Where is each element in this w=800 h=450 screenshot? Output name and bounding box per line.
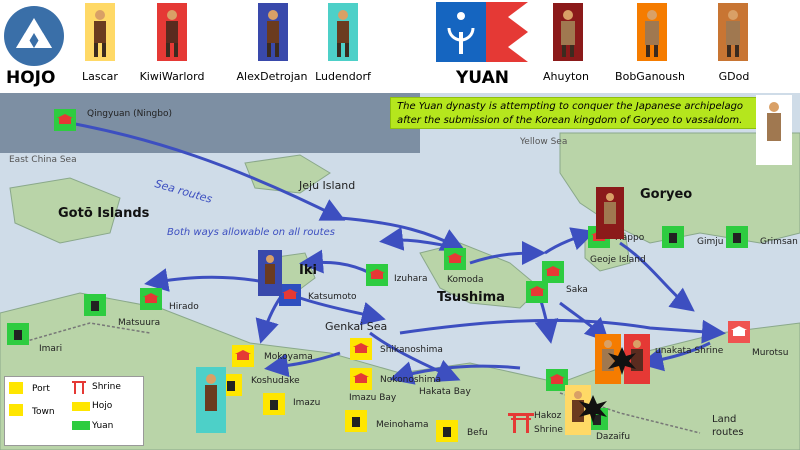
sea-hakata-bay: Hakata Bay <box>419 387 471 397</box>
legend-town-icon <box>9 404 23 416</box>
header-bar: HOJO Lascar KiwiWarlord AlexDetrojan Lud… <box>0 0 800 92</box>
player-name-ahuyton: Ahuyton <box>543 70 589 83</box>
loc-imari: Imari <box>39 344 63 354</box>
loc-befu: Befu <box>467 428 488 438</box>
loc-grimsan: Grimsan <box>760 237 798 247</box>
loc-katsumoto: Katsumoto <box>308 292 357 302</box>
loc-imazu: Imazu <box>293 398 321 408</box>
player-card-lascar[interactable] <box>85 3 115 61</box>
loc-izuhara: Izuhara <box>394 274 428 284</box>
loc-nokonoshima: Nokonoshima <box>380 375 442 385</box>
legend-shrine-icon <box>72 380 86 394</box>
banner-line-1: The Yuan dynasty is attempting to conque… <box>397 101 744 112</box>
loc-murotsu: Murotsu <box>752 348 789 358</box>
loc-mokoyama: Mokoyama <box>264 352 313 362</box>
marker-befu[interactable] <box>436 420 458 442</box>
sea-genkai: Genkai Sea <box>325 320 388 333</box>
map-legend: Port Town Shrine Hojo Yuan <box>4 376 144 446</box>
loc-saka: Saka <box>566 285 588 295</box>
route-label-both-ways: Both ways allowable on all routes <box>167 227 335 238</box>
marker-grimsan[interactable] <box>726 226 748 248</box>
yuan-flag-icon <box>436 2 528 62</box>
loc-shikanoshima: Shikanoshima <box>380 345 443 355</box>
loc-dazaifu: Dazaifu <box>596 432 631 442</box>
region-iki: Iki <box>299 263 317 278</box>
sea-imazu-bay: Imazu Bay <box>349 393 397 403</box>
loc-koshudake: Koshudake <box>251 376 300 386</box>
legend-hojo-swatch <box>72 402 90 411</box>
player-name-alexdetrojan: AlexDetrojan <box>236 70 308 83</box>
marker-imazu[interactable] <box>263 393 285 415</box>
marker-komoda[interactable] <box>444 248 466 270</box>
legend-shrine-label: Shrine <box>92 382 121 392</box>
player-card-alexdetrojan[interactable] <box>258 3 288 61</box>
player-name-kiwiwarlord: KiwiWarlord <box>139 70 205 83</box>
region-geoje: Geoje Island <box>590 255 646 265</box>
marker-saka[interactable] <box>542 261 564 283</box>
loc-komoda: Komoda <box>447 275 484 285</box>
marker-katsumoto[interactable] <box>279 284 301 306</box>
scenario-banner: The Yuan dynasty is attempting to conque… <box>390 97 758 129</box>
loc-qingyuan: Qingyuan (Ningbo) <box>87 109 173 119</box>
hojo-faction-label: HOJO <box>6 68 56 88</box>
loc-matsuura: Matsuura <box>118 318 161 328</box>
region-jeju: Jeju Island <box>299 179 356 192</box>
player-name-lascar: Lascar <box>82 70 118 83</box>
loc-hakozaki: Hakoz <box>534 411 562 421</box>
marker-meinohama[interactable] <box>345 410 367 432</box>
player-card-kiwiwarlord[interactable] <box>157 3 187 61</box>
sea-yellow: Yellow Sea <box>520 137 568 147</box>
player-name-gdod: GDod <box>718 70 750 83</box>
marker-imari[interactable] <box>7 323 29 345</box>
marker-hakozaki[interactable] <box>546 369 568 391</box>
legend-port-label: Port <box>32 384 50 394</box>
region-goryeo: Goryeo <box>640 187 693 202</box>
marker-qingyuan[interactable] <box>54 109 76 131</box>
marker-gimju[interactable] <box>662 226 684 248</box>
player-card-gdod[interactable] <box>718 3 748 61</box>
loc-gimju: Gimju <box>697 237 724 247</box>
legend-yuan-label: Yuan <box>92 421 114 431</box>
marker-mokoyama[interactable] <box>232 345 254 367</box>
loc-shrine: Shrine <box>534 425 563 435</box>
player-name-ludendorf: Ludendorf <box>315 70 371 83</box>
loc-happo: Happo <box>615 233 645 243</box>
marker-izuhara[interactable] <box>366 264 388 286</box>
legend-town-label: Town <box>32 407 55 417</box>
marker-murotsu[interactable] <box>728 321 750 343</box>
yuan-faction-label: YUAN <box>456 68 509 88</box>
loc-munakata: unakata Shrine <box>655 346 724 356</box>
campaign-map[interactable]: The Yuan dynasty is attempting to conque… <box>0 93 800 450</box>
marker-tsushima-port[interactable] <box>526 281 548 303</box>
region-goto: Gotō Islands <box>58 206 150 221</box>
sea-east-china: East China Sea <box>9 155 77 165</box>
marker-matsuura[interactable] <box>84 294 106 316</box>
hojo-crest-icon <box>4 6 64 66</box>
region-tsushima: Tsushima <box>437 290 505 305</box>
player-name-bobganoush: BobGanoush <box>615 70 685 83</box>
legend-port-icon <box>9 382 23 394</box>
loc-meinohama: Meinohama <box>376 420 429 430</box>
marker-shikanoshima[interactable] <box>350 338 372 360</box>
legend-yuan-swatch <box>72 421 90 430</box>
player-card-ahuyton[interactable] <box>553 3 583 61</box>
route-label-land-routes: Land routes <box>712 414 744 438</box>
legend-hojo-label: Hojo <box>92 401 113 411</box>
player-card-bobganoush[interactable] <box>637 3 667 61</box>
player-card-ludendorf[interactable] <box>328 3 358 61</box>
marker-hirado[interactable] <box>140 288 162 310</box>
marker-nokonoshima[interactable] <box>350 368 372 390</box>
banner-line-2: after the submission of the Korean kingd… <box>397 115 743 126</box>
loc-hirado: Hirado <box>169 302 199 312</box>
